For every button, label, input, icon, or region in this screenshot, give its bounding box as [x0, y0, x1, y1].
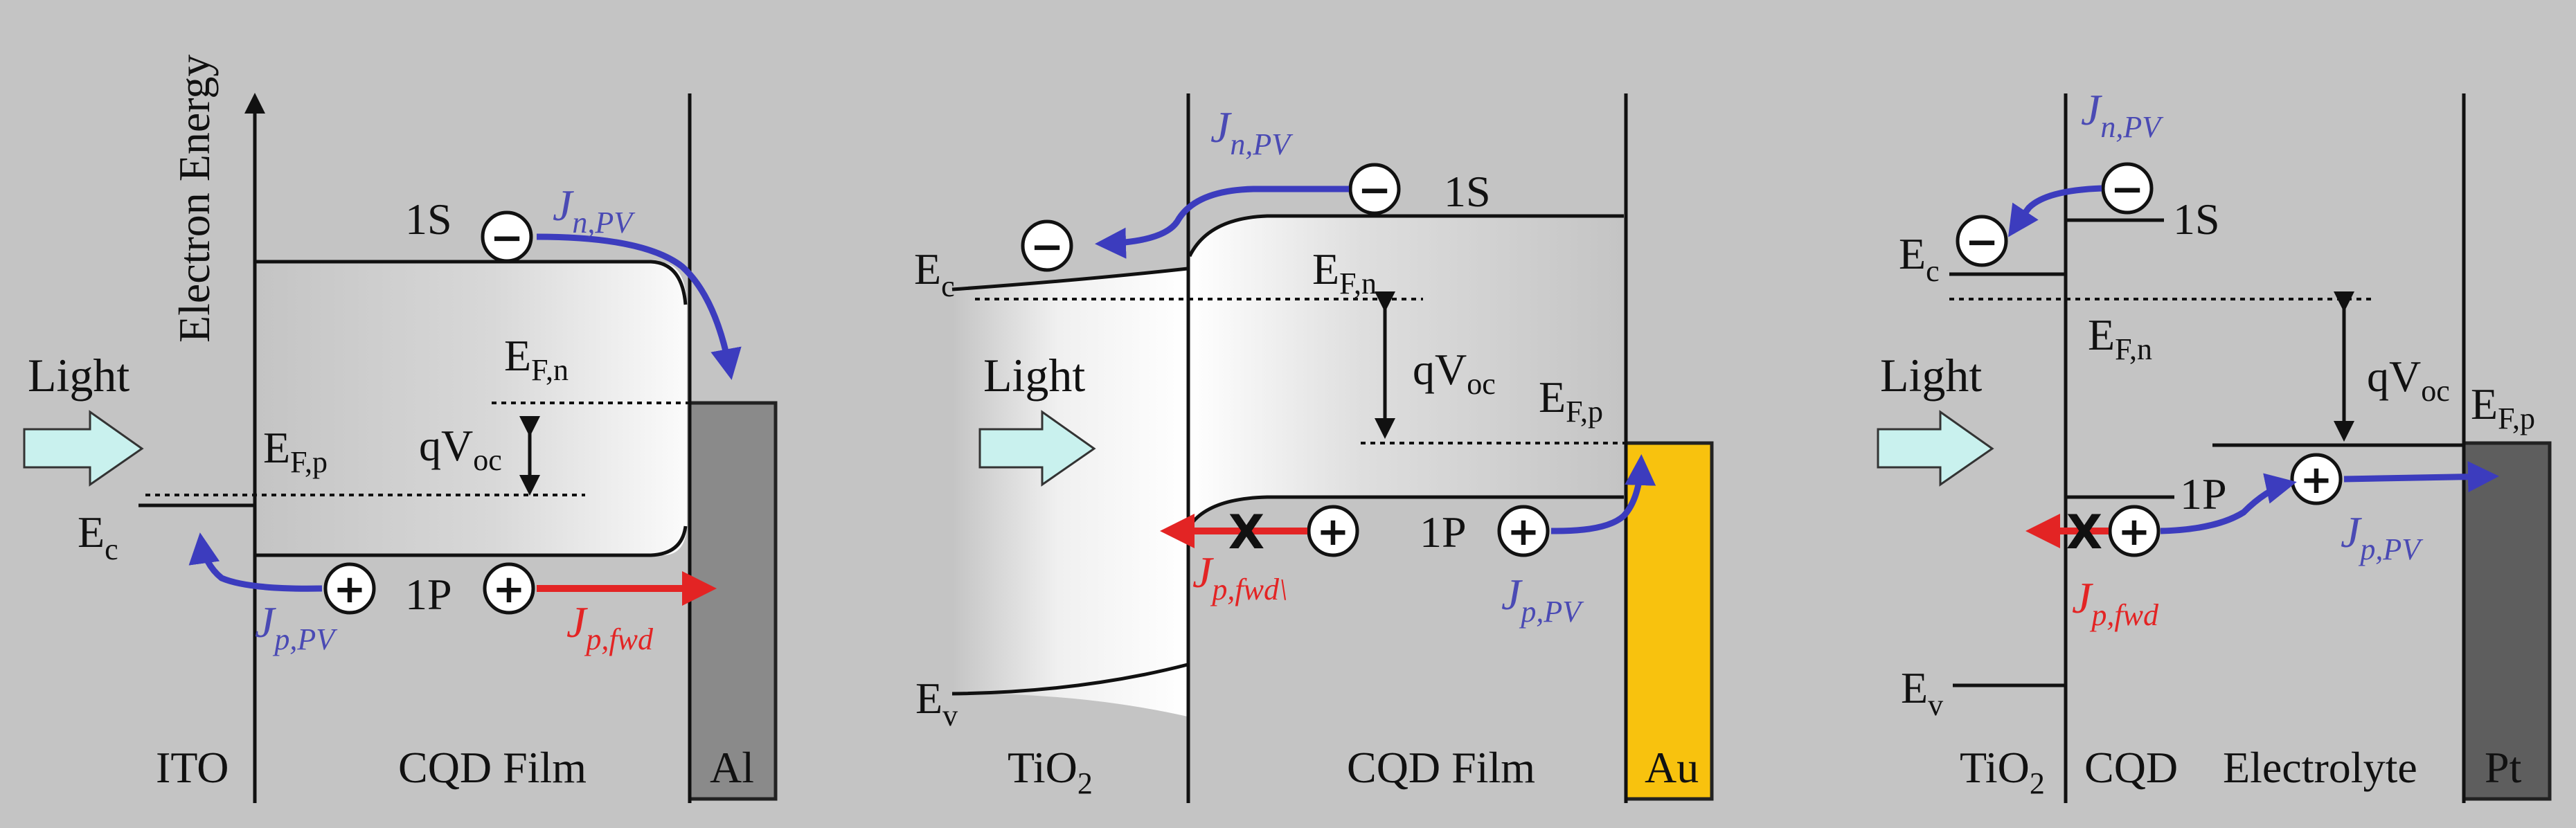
plus-icon-3b: + — [2300, 458, 2333, 503]
label-jn-pv: Jn,PV — [553, 181, 636, 240]
gold-contact — [1624, 441, 1714, 801]
minus-icon-2b: − — [1030, 223, 1064, 270]
light-label-3: Light — [1880, 349, 1982, 402]
cqd-film-shading-2 — [1190, 216, 1624, 526]
label-ev-2: Ev — [915, 674, 958, 732]
hole-circle-2a — [1307, 505, 1359, 557]
band-1p — [256, 525, 688, 557]
label-1p-3: 1P — [2180, 469, 2227, 519]
platinum-contact — [2462, 441, 2552, 801]
electron-circle — [481, 210, 533, 263]
jn-pv-arrow — [536, 233, 742, 380]
label-efn-2: EF,n — [1312, 244, 1377, 300]
minus-icon-3a: − — [2111, 165, 2145, 213]
aluminum-contact — [688, 401, 778, 801]
label-qvoc-3: qVoc — [2367, 352, 2450, 408]
minus-icon-2a: − — [1358, 166, 1392, 213]
band-1s — [256, 260, 688, 305]
y-axis-label: Electron Energy — [170, 55, 219, 343]
plus-icon-2a: + — [1317, 510, 1350, 555]
label-efp-2: EF,p — [1539, 372, 1603, 429]
minus-icon: − — [490, 214, 524, 261]
plus-icon-right: + — [493, 567, 526, 612]
label-efn-3: EF,n — [2088, 310, 2152, 366]
label-qvoc: qVoc — [419, 421, 502, 477]
jn-pv-arrow-3 — [2008, 185, 2102, 237]
label-ec-2: Ec — [914, 244, 955, 303]
panel-tio2-cqd-au: Light Ec Ev EF,n qVoc EF,p 1S 1P − − + +… — [914, 93, 1714, 803]
cqd-film-shading — [256, 263, 687, 555]
label-ec-3: Ec — [1899, 229, 1940, 288]
material-tio2: TiO2 — [1008, 743, 1093, 800]
material-tio2-3: TiO2 — [1960, 743, 2045, 800]
material-au: Au — [1645, 743, 1699, 792]
band-1p-2 — [1188, 495, 1624, 528]
label-jp-fwd-2: Jp,fwd\ — [1192, 548, 1287, 606]
label-ev-3: Ev — [1901, 663, 1943, 722]
label-jp-pv: Jp,PV — [255, 597, 338, 656]
material-cqd: CQD — [2084, 743, 2178, 792]
hole-circle-3a — [2108, 505, 2161, 557]
block-x-icon-3: X — [2066, 505, 2102, 560]
material-cqd-film-2: CQD Film — [1347, 743, 1535, 792]
light-arrow-icon — [23, 410, 144, 487]
label-jn-pv-3: Jn,PV — [2081, 85, 2164, 144]
label-jp-pv-3: Jp,PV — [2341, 507, 2424, 566]
label-1p-2: 1P — [1420, 507, 1467, 557]
light-label: Light — [28, 349, 129, 402]
panel-ito-cqd-al: Electron Energy Light 1S 1P Ec EF,p EF,n… — [23, 55, 778, 803]
material-al: Al — [710, 743, 754, 792]
panel-tio2-cqd-electrolyte-pt: Light Ec Ev EF,n qVoc EF,p 1S 1P − − + +… — [1877, 85, 2552, 803]
hole-circle-2b — [1497, 505, 1550, 557]
label-ec: Ec — [78, 507, 118, 566]
label-jp-fwd-3: Jp,fwd — [2072, 573, 2159, 632]
electron-circle-3b — [1956, 215, 2008, 267]
electron-circle-2b — [1021, 219, 1073, 272]
label-jn-pv-2: Jn,PV — [1210, 102, 1294, 161]
jn-pv-arrow-2 — [1095, 186, 1349, 259]
label-efp-3: EF,p — [2471, 379, 2535, 435]
electron-circle-2a — [1348, 163, 1401, 215]
jp-pv-arrow-2 — [1550, 454, 1656, 534]
light-arrow-icon-2 — [978, 410, 1096, 487]
material-cqd-film: CQD Film — [398, 743, 587, 792]
band-1s-2 — [1188, 214, 1624, 258]
tio2-shading — [952, 269, 1188, 717]
label-1s: 1S — [405, 195, 452, 244]
plus-icon-3a: + — [2118, 510, 2151, 555]
jp-pv-arrow-3b — [2343, 461, 2499, 493]
label-qvoc-2: qVoc — [1413, 345, 1496, 401]
label-1s-2: 1S — [1444, 167, 1491, 216]
minus-icon-3b: − — [1965, 218, 1999, 265]
label-1p: 1P — [405, 570, 452, 619]
plus-icon-2b: + — [1508, 510, 1540, 555]
material-pt: Pt — [2485, 743, 2522, 792]
light-label-2: Light — [983, 349, 1085, 402]
label-jp-pv-2: Jp,PV — [1501, 570, 1584, 629]
label-efp: EF,p — [263, 423, 328, 479]
block-x-icon-2: X — [1228, 505, 1264, 560]
label-jp-fwd: Jp,fwd — [566, 597, 654, 656]
electron-circle-3a — [2101, 162, 2154, 215]
label-efn: EF,n — [504, 331, 569, 387]
label-1s-3: 1S — [2173, 195, 2220, 244]
hole-circle-left — [323, 562, 376, 615]
plus-icon-left: + — [334, 567, 366, 612]
jp-pv-arrow-3a — [2160, 473, 2297, 534]
jp-pv-arrow — [188, 532, 323, 592]
tio2-ec-band — [951, 267, 1188, 291]
material-electrolyte: Electrolyte — [2223, 743, 2417, 792]
material-ito: ITO — [156, 743, 229, 792]
hole-circle-right — [483, 562, 535, 615]
tio2-ev-band — [951, 663, 1188, 696]
light-arrow-icon-3 — [1877, 410, 1994, 487]
